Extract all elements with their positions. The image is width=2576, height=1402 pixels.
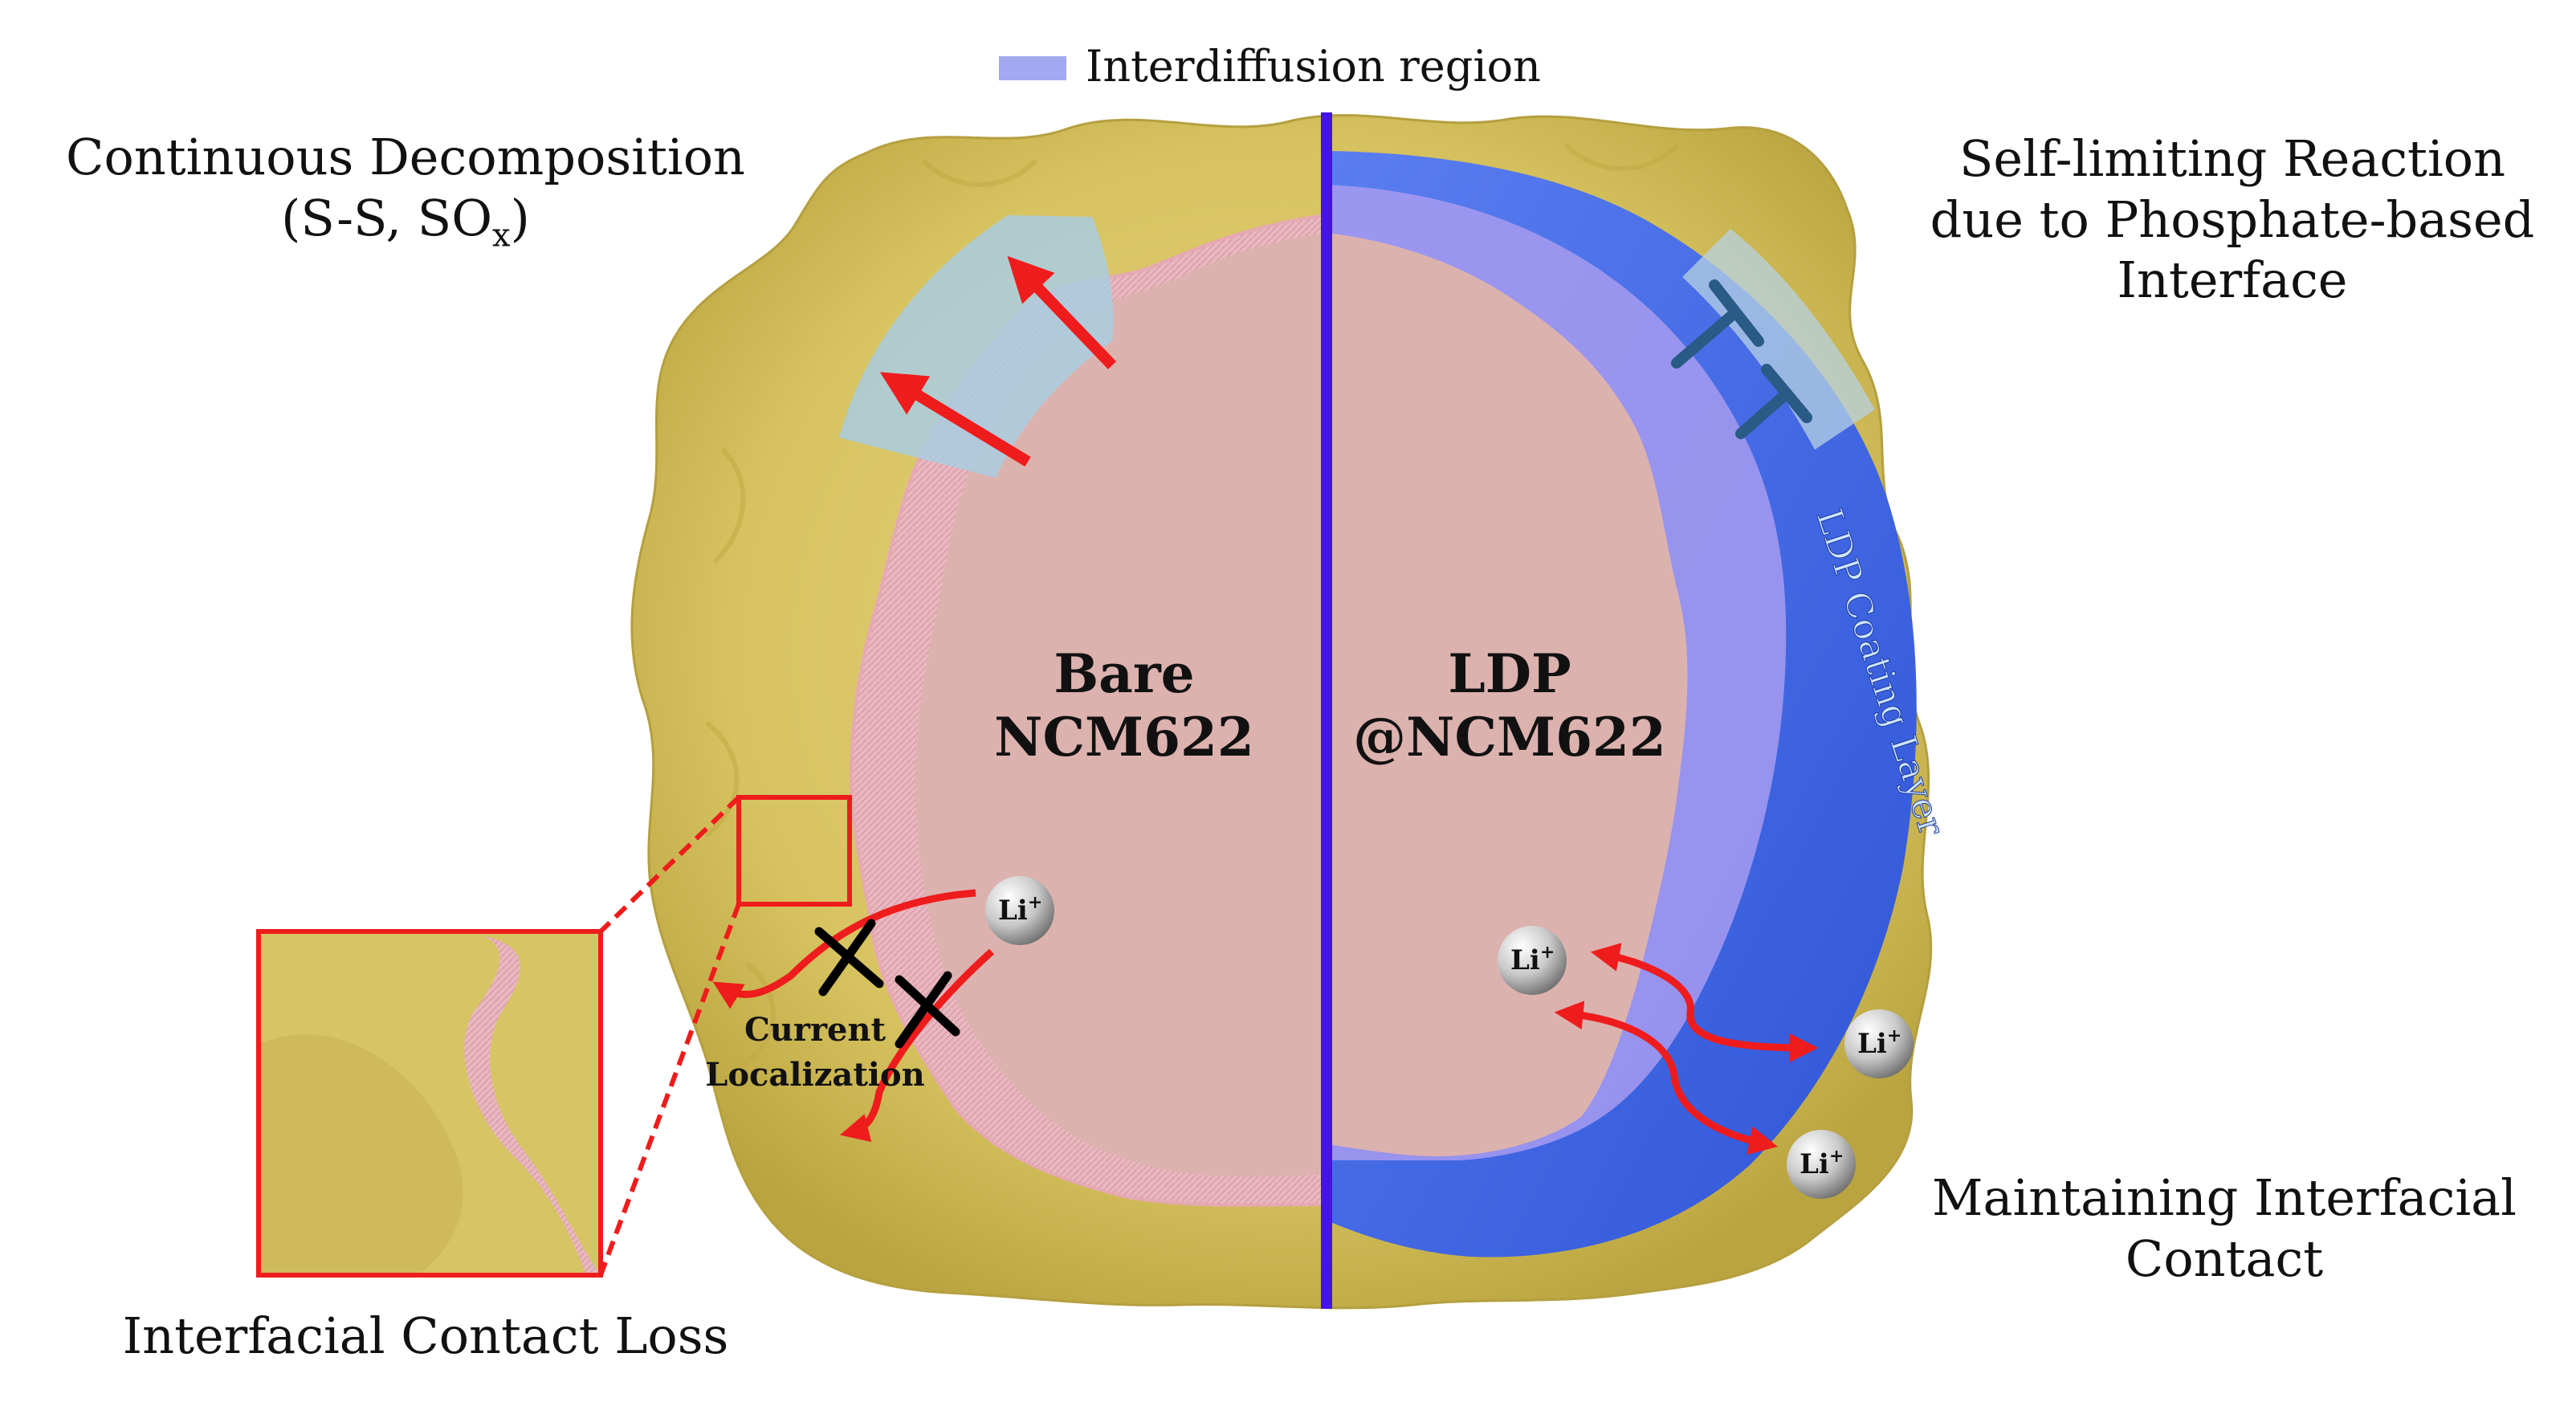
block-symbols [1671,279,1812,439]
svg-text:Li+: Li+ [1857,1025,1901,1060]
right-li-paths [1554,943,1819,1155]
right-title-line3: Interface [2117,251,2348,310]
block-cross-1 [814,919,884,996]
right-title: Self-limiting Reaction due to Phosphate-… [1911,128,2554,311]
left-title-line2: (S-S, SOx) [281,188,530,255]
left-title: Continuous Decomposition (S-S, SOx) [56,127,755,255]
right-core-label: LDP @NCM622 [1349,642,1670,769]
right-core-line1: LDP [1448,642,1571,705]
decomposition-arrows [879,255,1117,467]
left-core-line1: Bare [1054,642,1195,705]
left-core-label: Bare NCM622 [972,642,1277,769]
right-title-line2: due to Phosphate-based [1930,190,2535,249]
right-bottom-label: Maintaining Interfacial Contact [1903,1168,2545,1289]
right-selflimit-wedge [1682,229,1875,450]
right-core-line2: @NCM622 [1353,706,1666,769]
left-li-paths [712,889,995,1143]
svg-text:Li+: Li+ [998,892,1042,927]
left-title-line1: Continuous Decomposition [66,128,745,186]
legend-swatch [999,56,1066,80]
right-bottom-line1: Maintaining Interfacial [1932,1168,2517,1227]
zoom-line-top [598,795,741,934]
li-ion-right-electrolyte-2: Li+ [1787,1130,1856,1199]
legend-label: Interdiffusion region [1086,41,1541,92]
li-ion-right-core: Li+ [1498,926,1567,995]
current-localization-line1: Current [744,1011,887,1049]
zoom-source-box [736,795,852,907]
left-bottom-label: Interfacial Contact Loss [122,1306,729,1365]
block-cross-2 [895,971,960,1049]
li-ion-right-electrolyte-1: Li+ [1844,1009,1914,1078]
left-core-line2: NCM622 [994,706,1254,769]
li-ion-left: Li+ [985,876,1054,945]
right-core [1327,233,1688,1156]
right-bottom-line2: Contact [2125,1229,2324,1288]
zoom-inset [256,929,603,1278]
svg-text:Li+: Li+ [1510,942,1555,976]
current-localization-line2: Localization [705,1056,925,1094]
current-localization-label: Current Localization [699,1008,931,1098]
legend [999,56,1066,80]
right-title-line1: Self-limiting Reaction [1958,129,2506,188]
svg-text:Li+: Li+ [1800,1146,1844,1180]
